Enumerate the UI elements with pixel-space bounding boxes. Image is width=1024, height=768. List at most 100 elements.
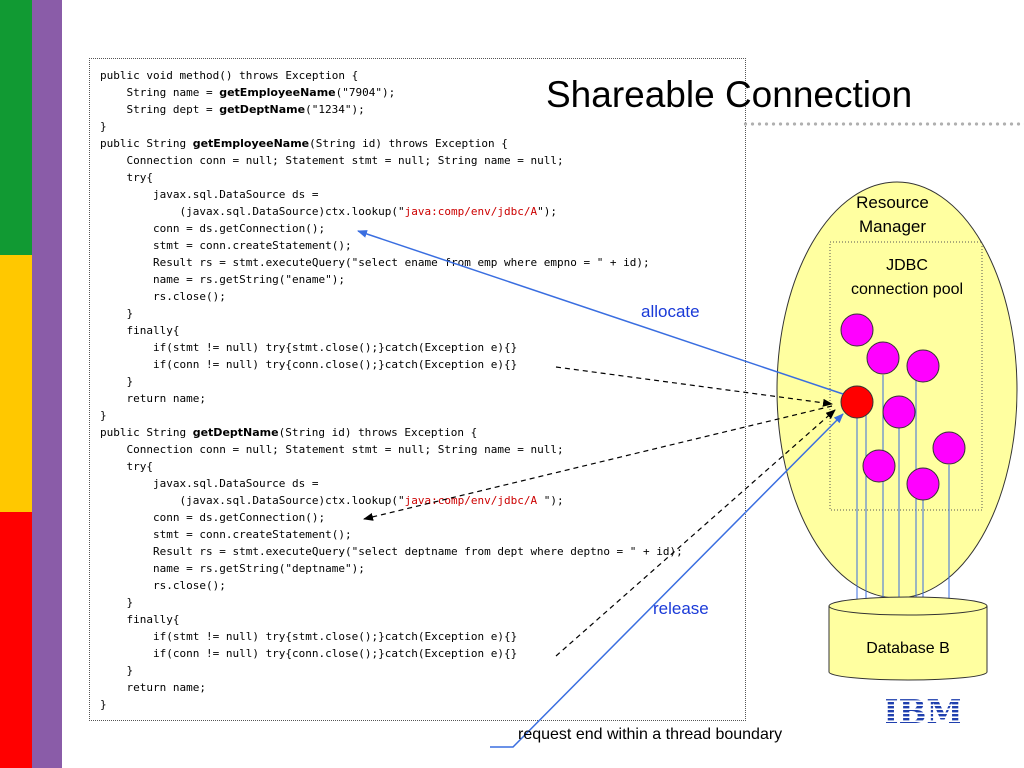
method-name: getEmployeeName [219, 86, 336, 99]
resource-manager-label: Resource Manager [820, 191, 965, 239]
code-text: public String [100, 137, 193, 150]
code-line: Result rs = stmt.executeQuery("select de… [100, 543, 683, 560]
slide-title: Shareable Connection [546, 74, 913, 115]
connection-pool-label-line: connection pool [850, 281, 964, 298]
code-line: return name; [100, 390, 683, 407]
code-line: Result rs = stmt.executeQuery("select en… [100, 254, 683, 271]
code-text: name = rs.getString("ename"); [100, 273, 346, 286]
bar-segment-red [0, 512, 32, 768]
code-text: if(stmt != null) try{stmt.close();}catch… [100, 630, 518, 643]
code-text: rs.close(); [100, 579, 226, 592]
code-text: conn = ds.getConnection(); [100, 222, 326, 235]
release-label: release [653, 599, 709, 618]
code-text: String dept = [100, 103, 220, 116]
code-text: try{ [100, 460, 153, 473]
connection-circle [862, 449, 896, 483]
database-cylinder [828, 596, 988, 681]
code-text: "); [537, 205, 557, 218]
code-text: Result rs = stmt.executeQuery("select de… [100, 545, 683, 558]
code-text: ("7904"); [335, 86, 396, 99]
code-text: String name = [100, 86, 220, 99]
code-text: } [100, 375, 134, 388]
code-line: if(conn != null) try{conn.close();}catch… [100, 356, 683, 373]
code-text: try{ [100, 171, 153, 184]
code-line: (javax.sql.DataSource)ctx.lookup("java:c… [100, 203, 683, 220]
code-text: Connection conn = null; Statement stmt =… [100, 443, 564, 456]
code-line: return name; [100, 679, 683, 696]
allocate-label: allocate [641, 302, 700, 321]
code-text: public void method() throws Exception { [100, 69, 359, 82]
code-line: } [100, 118, 683, 135]
active-connection-circle [840, 385, 874, 419]
method-name: getDeptName [219, 103, 306, 116]
request-end-arrow [490, 413, 844, 748]
code-text: finally{ [100, 613, 180, 626]
jndi-string: java:comp/env/jdbc/A [404, 494, 544, 507]
code-text: name = rs.getString("deptname"); [100, 562, 365, 575]
method-name: getDeptName [192, 426, 279, 439]
connection-circle [906, 467, 940, 501]
code-line: conn = ds.getConnection(); [100, 509, 683, 526]
code-line: public String getEmployeeName(String id)… [100, 135, 683, 152]
jndi-string: java:comp/env/jdbc/A [404, 205, 538, 218]
code-line: name = rs.getString("deptname"); [100, 560, 683, 577]
code-text: if(conn != null) try{conn.close();}catch… [100, 647, 518, 660]
release-arrows [363, 366, 836, 657]
code-listing: public void method() throws Exception { … [100, 67, 683, 713]
code-line: if(conn != null) try{conn.close();}catch… [100, 645, 683, 662]
code-text: } [100, 307, 134, 320]
code-text: if(conn != null) try{conn.close();}catch… [100, 358, 518, 371]
code-line: conn = ds.getConnection(); [100, 220, 683, 237]
code-line: try{ [100, 169, 683, 186]
code-text: javax.sql.DataSource ds = [100, 477, 319, 490]
connection-circle [840, 313, 874, 347]
code-text: stmt = conn.createStatement(); [100, 239, 352, 252]
code-line: finally{ [100, 322, 683, 339]
code-text: conn = ds.getConnection(); [100, 511, 326, 524]
code-line: (javax.sql.DataSource)ctx.lookup("java:c… [100, 492, 683, 509]
connection-pool-box [829, 241, 983, 511]
code-line: try{ [100, 458, 683, 475]
code-text: (String id) throws Exception { [278, 426, 478, 439]
bar-segment-green [0, 0, 32, 255]
code-text: stmt = conn.createStatement(); [100, 528, 352, 541]
code-line: stmt = conn.createStatement(); [100, 237, 683, 254]
left-color-bar [0, 0, 32, 768]
code-line: Connection conn = null; Statement stmt =… [100, 441, 683, 458]
code-text: Result rs = stmt.executeQuery("select en… [100, 256, 650, 269]
code-line: if(stmt != null) try{stmt.close();}catch… [100, 628, 683, 645]
code-text: finally{ [100, 324, 180, 337]
code-line: name = rs.getString("ename"); [100, 271, 683, 288]
svg-text:IBM: IBM [886, 694, 960, 726]
left-purple-bar [32, 0, 62, 768]
code-line: String name = getEmployeeName("7904"); [100, 84, 683, 101]
code-line: } [100, 662, 683, 679]
code-line: javax.sql.DataSource ds = [100, 186, 683, 203]
connection-pool-label: JDBC connection pool [832, 254, 982, 302]
code-text: (String id) throws Exception { [309, 137, 508, 150]
code-line: stmt = conn.createStatement(); [100, 526, 683, 543]
code-text: return name; [100, 681, 206, 694]
code-text: } [100, 698, 107, 711]
allocate-arrow [357, 230, 844, 395]
resource-manager-ellipse [776, 181, 1018, 599]
title-dotted-rule [742, 122, 1024, 126]
method-name: getEmployeeName [192, 137, 310, 150]
code-text: (javax.sql.DataSource)ctx.lookup(" [100, 205, 405, 218]
code-line: rs.close(); [100, 288, 683, 305]
code-text: rs.close(); [100, 290, 226, 303]
code-text: javax.sql.DataSource ds = [100, 188, 319, 201]
code-text: "); [543, 494, 564, 507]
code-line: } [100, 305, 683, 322]
pool-connections [840, 313, 966, 501]
code-line: } [100, 373, 683, 390]
code-line: } [100, 594, 683, 611]
code-line: String dept = getDeptName("1234"); [100, 101, 683, 118]
code-line: } [100, 696, 683, 713]
resource-manager-label-line: Manager [858, 217, 927, 236]
code-line: finally{ [100, 611, 683, 628]
code-line: javax.sql.DataSource ds = [100, 475, 683, 492]
code-text: } [100, 120, 107, 133]
code-text: } [100, 596, 134, 609]
code-text: public String [100, 426, 193, 439]
